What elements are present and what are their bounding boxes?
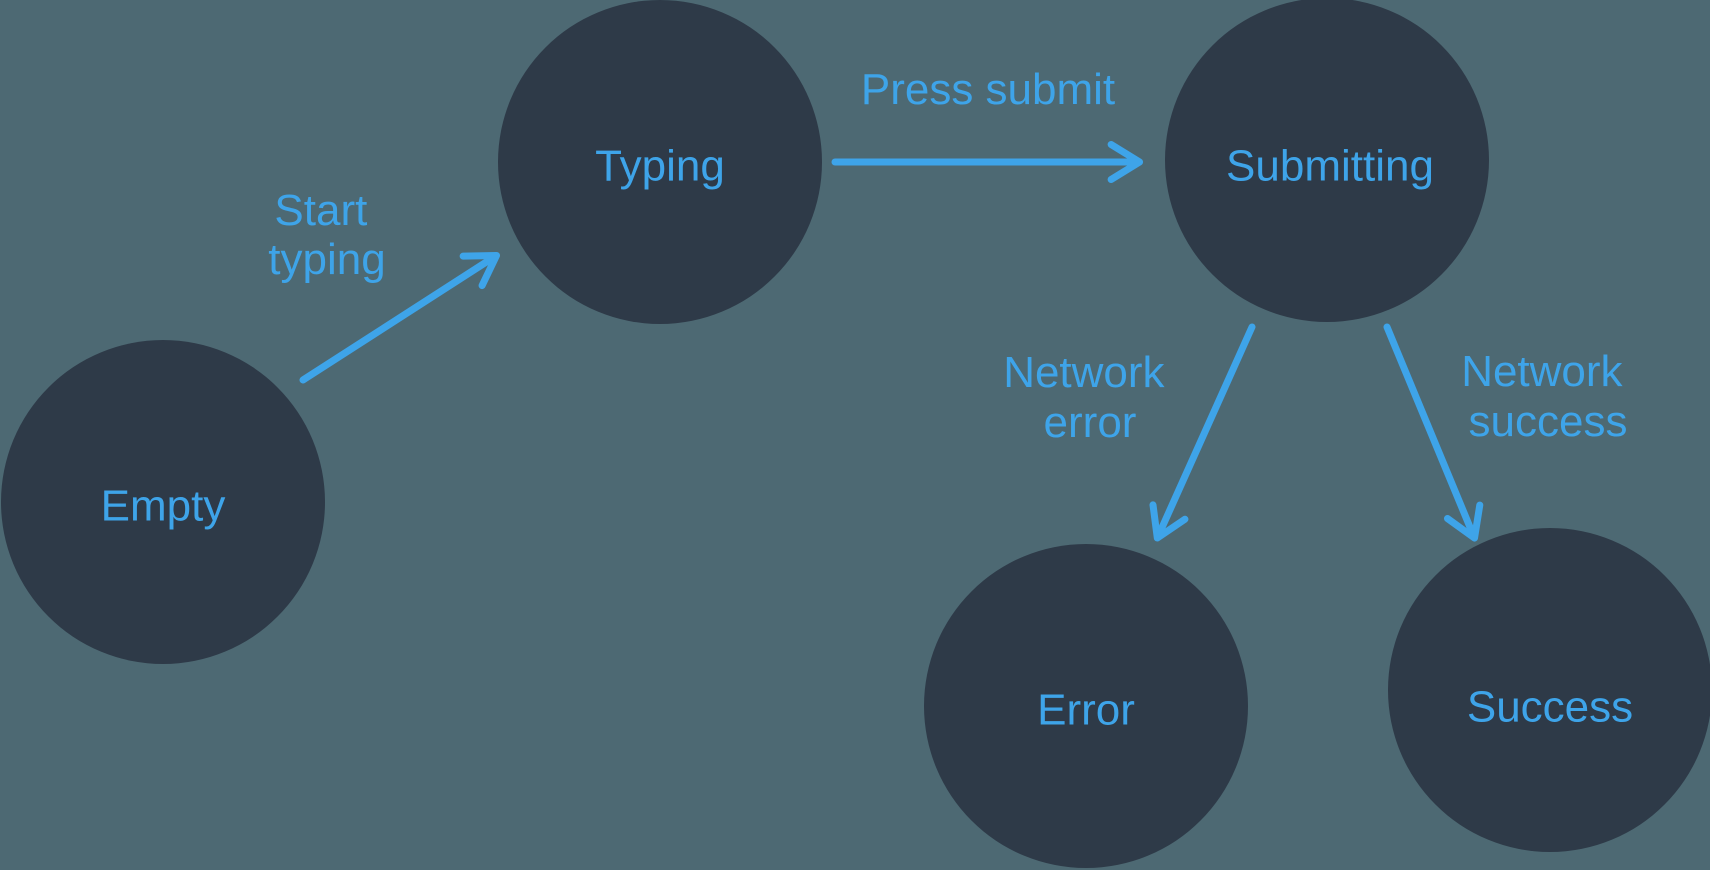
arrow-network-error [1149,323,1256,542]
transition-label-line: typing [268,235,385,284]
transition-label-line: Network [1461,347,1623,396]
transition-label-network-success: Network success [1461,347,1635,446]
transition-network-success: Network success [1383,323,1635,542]
state-node-submitting: Submitting [1165,0,1489,322]
transition-label-line: Start [274,186,367,235]
transition-label-line: error [1044,398,1137,447]
state-circle-error [924,544,1248,868]
state-label-success: Success [1467,683,1633,732]
state-circle-submitting [1165,0,1489,322]
transition-network-error: Network error [1003,323,1256,542]
state-node-success: Success [1388,528,1710,852]
transition-press-submit: Press submit [831,65,1144,183]
transition-label-line: success [1469,397,1628,446]
state-label-typing: Typing [595,142,725,191]
state-node-typing: Typing [498,0,822,324]
transition-label-network-error: Network error [1003,348,1177,447]
state-circle-success [1388,528,1710,852]
arrow-start-typing [299,251,501,384]
transition-label-press-submit: Press submit [861,65,1115,114]
arrow-network-success [1383,323,1484,542]
state-node-error: Error [924,544,1248,868]
transition-label-line: Network [1003,348,1165,397]
state-label-submitting: Submitting [1226,142,1434,191]
state-circle-typing [498,0,822,324]
transition-label-start-typing: Start typing [268,186,385,284]
transition-start-typing: Start typing [268,186,501,384]
state-label-empty: Empty [101,482,226,531]
state-node-empty: Empty [1,340,325,664]
state-label-error: Error [1037,686,1135,735]
state-circle-empty [1,340,325,664]
